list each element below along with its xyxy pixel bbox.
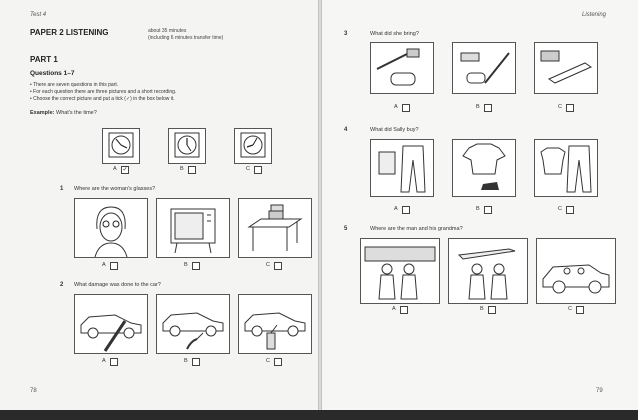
q5-option-b-airport [448, 238, 528, 304]
q1-box-b[interactable] [192, 262, 200, 270]
q3-label-c: C [558, 104, 562, 110]
q2-label-c: C [266, 358, 270, 364]
q2-number: 2 [60, 282, 64, 288]
example-box-a[interactable]: ✓ [121, 166, 129, 174]
q5-option-c-car [536, 238, 616, 304]
instruction-2: • For each question there are three pict… [30, 89, 177, 95]
questions-range: Questions 1–7 [30, 70, 75, 77]
example-box-b[interactable] [188, 166, 196, 174]
q5-text: Where are the man and his grandma? [370, 226, 463, 232]
scan-edge [0, 410, 638, 420]
q3-option-b-items [452, 42, 516, 94]
instruction-1: • There are seven questions in this part… [30, 82, 119, 88]
q4-number: 4 [344, 127, 348, 133]
q2-box-b[interactable] [192, 358, 200, 366]
q5-number: 5 [344, 226, 348, 232]
q1-text: Where are the woman's glasses? [74, 186, 156, 192]
q4-box-b[interactable] [484, 206, 492, 214]
q3-number: 3 [344, 31, 348, 37]
q4-label-b: B [476, 206, 480, 212]
q2-text: What damage was done to the car? [74, 282, 161, 288]
q4-option-b-clothes [452, 139, 516, 197]
instruction-3: • Choose the correct picture and put a t… [30, 96, 175, 102]
q5-label-c: C [568, 306, 572, 312]
book-spine [318, 0, 322, 420]
example-label-b: B [180, 166, 184, 172]
example-option-b-clock [168, 128, 206, 164]
q1-label-b: B [184, 262, 188, 268]
q1-label-c: C [266, 262, 270, 268]
q2-option-c-car-spray [238, 294, 312, 354]
q1-option-a-woman [74, 198, 148, 258]
q4-box-c[interactable] [566, 206, 574, 214]
q3-text: What did she bring? [370, 31, 419, 37]
right-page-number: 79 [596, 388, 603, 394]
q1-label-a: A [102, 262, 106, 268]
example-option-c-clock [234, 128, 272, 164]
left-running-header: Test 4 [30, 12, 47, 18]
paper-title: PAPER 2 LISTENING [30, 28, 109, 37]
duration-text: about 35 minutes [148, 28, 187, 34]
q4-label-c: C [558, 206, 562, 212]
q4-box-a[interactable] [402, 206, 410, 214]
q3-label-b: B [476, 104, 480, 110]
q3-option-c-items [534, 42, 598, 94]
q2-label-a: A [102, 358, 106, 364]
q5-label-b: B [480, 306, 484, 312]
example-label-c: C [246, 166, 250, 172]
q2-label-b: B [184, 358, 188, 364]
transfer-note: (including 6 minutes transfer time) [148, 35, 224, 41]
q3-box-a[interactable] [402, 104, 410, 112]
q1-option-c-table [238, 198, 312, 258]
q3-box-c[interactable] [566, 104, 574, 112]
example-box-c[interactable] [254, 166, 262, 174]
q2-option-a-car-bat [74, 294, 148, 354]
q4-text: What did Sally buy? [370, 127, 419, 133]
q1-option-b-television [156, 198, 230, 258]
example-option-a-clock [102, 128, 140, 164]
q1-number: 1 [60, 186, 64, 192]
q5-label-a: A [392, 306, 396, 312]
q3-box-b[interactable] [484, 104, 492, 112]
q5-option-a-station [360, 238, 440, 304]
q4-option-c-clothes [534, 139, 598, 197]
q5-box-a[interactable] [400, 306, 408, 314]
example-label-a: A [113, 166, 117, 172]
q1-box-a[interactable] [110, 262, 118, 270]
right-running-header: Listening [582, 12, 607, 18]
q5-box-b[interactable] [488, 306, 496, 314]
part-title: PART 1 [30, 55, 58, 64]
q3-option-a-items [370, 42, 434, 94]
q2-box-c[interactable] [274, 358, 282, 366]
example-prompt: Example: What's the time? [30, 110, 97, 116]
q3-label-a: A [394, 104, 398, 110]
q4-label-a: A [394, 206, 398, 212]
q4-option-a-clothes [370, 139, 434, 197]
left-page-number: 78 [30, 388, 37, 394]
q2-option-b-car-key [156, 294, 230, 354]
q1-box-c[interactable] [274, 262, 282, 270]
q5-box-c[interactable] [576, 306, 584, 314]
q2-box-a[interactable] [110, 358, 118, 366]
